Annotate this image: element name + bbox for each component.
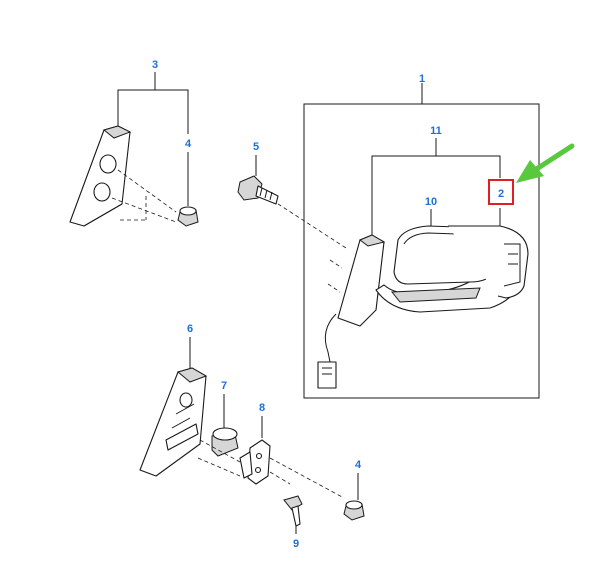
callout-7: 7 (221, 380, 227, 392)
grommet-drawing (211, 427, 239, 457)
leader-3 (117, 89, 189, 134)
callout-4-lower: 4 (355, 459, 362, 471)
callout-6: 6 (187, 323, 193, 335)
callout-11: 11 (430, 125, 442, 137)
clip-upper-drawing (177, 206, 199, 227)
callout-4-upper: 4 (185, 138, 192, 150)
trim-cover-lower-drawing (139, 367, 208, 477)
callout-5: 5 (253, 141, 259, 153)
green-arrow-icon (516, 143, 575, 183)
screw-drawing (283, 495, 303, 527)
bracket-drawing (239, 439, 271, 485)
clip-lower-drawing (343, 500, 365, 521)
trim-cover-upper-drawing (69, 125, 132, 227)
highlight-box-2 (488, 179, 514, 205)
bolt-drawing (237, 175, 279, 205)
callout-1: 1 (419, 73, 425, 85)
mirror-head-drawing (393, 225, 529, 299)
callout-3: 3 (152, 59, 158, 71)
callout-2: 2 (498, 188, 504, 200)
callout-9: 9 (293, 538, 299, 550)
callout-8: 8 (259, 402, 265, 414)
callout-10: 10 (425, 196, 437, 208)
